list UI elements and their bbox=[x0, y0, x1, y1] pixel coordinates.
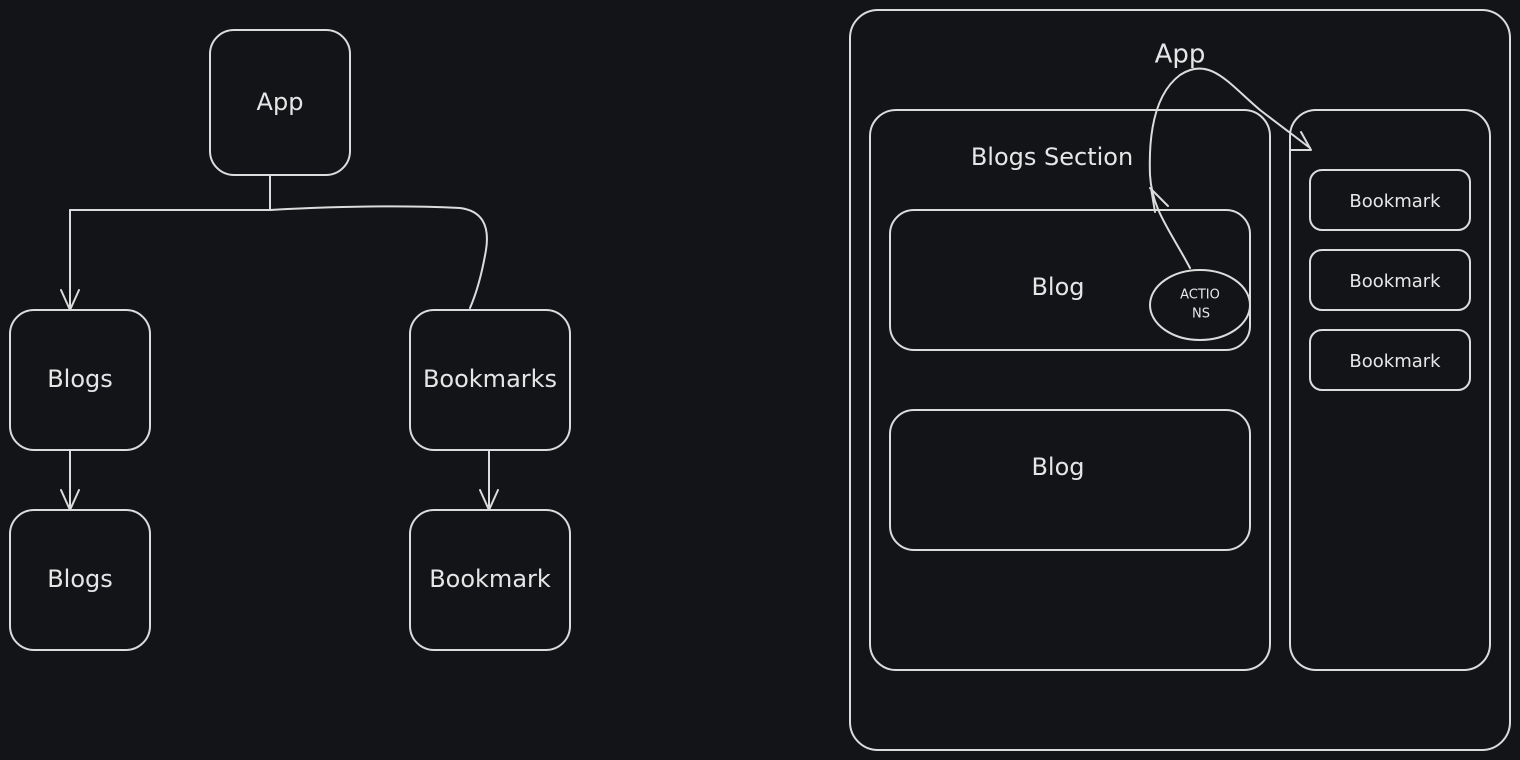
tree-app-node bbox=[209, 29, 351, 176]
arrow-blogs-to-blogs bbox=[60, 449, 80, 511]
tree-blogs-child-label: Blogs bbox=[47, 565, 113, 593]
layout-sketch: App Blogs Section Blog ACTIO NS Blog Boo… bbox=[849, 9, 1511, 751]
arrow-bookmarks-to-bookmark bbox=[479, 449, 499, 511]
actions-flow-arrow bbox=[1148, 67, 1311, 269]
tree-blogs-child-node bbox=[9, 509, 151, 651]
blogs-section-title: Blogs Section bbox=[971, 143, 1133, 171]
app-frame-title: App bbox=[1155, 40, 1206, 70]
tree-blogs-node bbox=[9, 309, 151, 451]
app-frame bbox=[849, 9, 1511, 751]
connector-app-branch bbox=[69, 174, 488, 309]
tree-bookmark-child-node bbox=[409, 509, 571, 651]
blog-card-1 bbox=[889, 209, 1251, 351]
actions-badge-line-2: NS bbox=[1192, 307, 1210, 322]
bookmark-card-1-label: Bookmark bbox=[1349, 191, 1441, 212]
bookmarks-panel bbox=[1289, 109, 1491, 671]
bookmark-card-2-label: Bookmark bbox=[1349, 271, 1441, 292]
actions-badge bbox=[1149, 269, 1251, 341]
bookmark-card-1 bbox=[1309, 169, 1471, 231]
blog-card-2-label: Blog bbox=[1031, 453, 1084, 481]
arrow-to-blogs bbox=[60, 209, 80, 311]
blog-card-2 bbox=[889, 409, 1251, 551]
tree-bookmark-child-label: Bookmark bbox=[429, 565, 551, 593]
component-tree: App Blogs Bookmarks Blogs Bookmark bbox=[9, 29, 571, 651]
tree-blogs-label: Blogs bbox=[47, 365, 113, 393]
actions-badge-line-1: ACTIO bbox=[1180, 288, 1220, 303]
blog-card-1-label: Blog bbox=[1031, 273, 1084, 301]
bookmark-card-2 bbox=[1309, 249, 1471, 311]
blogs-section-panel bbox=[869, 109, 1271, 671]
actions-flow-arrowhead-start bbox=[1149, 187, 1169, 213]
actions-flow-arrowhead-end bbox=[1289, 131, 1312, 151]
bookmark-card-3-label: Bookmark bbox=[1349, 351, 1441, 372]
tree-app-label: App bbox=[257, 88, 304, 116]
bookmark-card-3 bbox=[1309, 329, 1471, 391]
tree-bookmarks-label: Bookmarks bbox=[423, 365, 557, 393]
